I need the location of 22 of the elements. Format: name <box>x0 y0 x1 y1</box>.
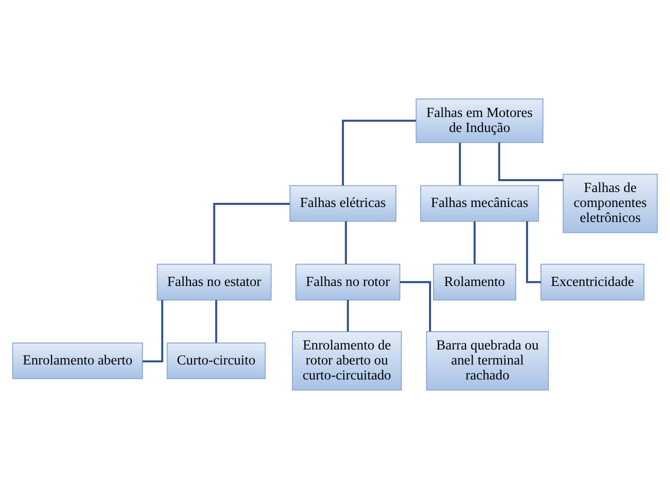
node-box: Excentricidade <box>540 263 644 300</box>
node-box: Falhas de componentes eletrônicos <box>562 173 658 233</box>
node-box: Curto-circuito <box>166 342 266 379</box>
connector <box>344 220 347 264</box>
connector <box>213 202 290 264</box>
connector <box>458 142 461 185</box>
node-box: Falhas no estator <box>156 263 272 300</box>
node-box: Falhas mecânicas <box>420 184 539 222</box>
connector <box>142 300 164 362</box>
node-box: Rolamento <box>433 263 516 300</box>
node-box: Enrolamento de rotor aberto ou curto-circuitado <box>292 330 402 390</box>
connector <box>215 299 218 342</box>
connector <box>400 280 432 332</box>
connector <box>474 220 476 264</box>
connector <box>346 299 349 332</box>
node-box: Falhas em Motores de Indução <box>416 98 544 143</box>
node-box: Enrolamento aberto <box>12 342 143 379</box>
connector <box>342 119 416 185</box>
node-box: Falhas no rotor <box>295 263 400 300</box>
node-box: Barra quebrada ou anel terminal rachado <box>426 330 549 390</box>
connector <box>498 142 564 181</box>
node-box: Falhas elétricas <box>289 184 396 222</box>
